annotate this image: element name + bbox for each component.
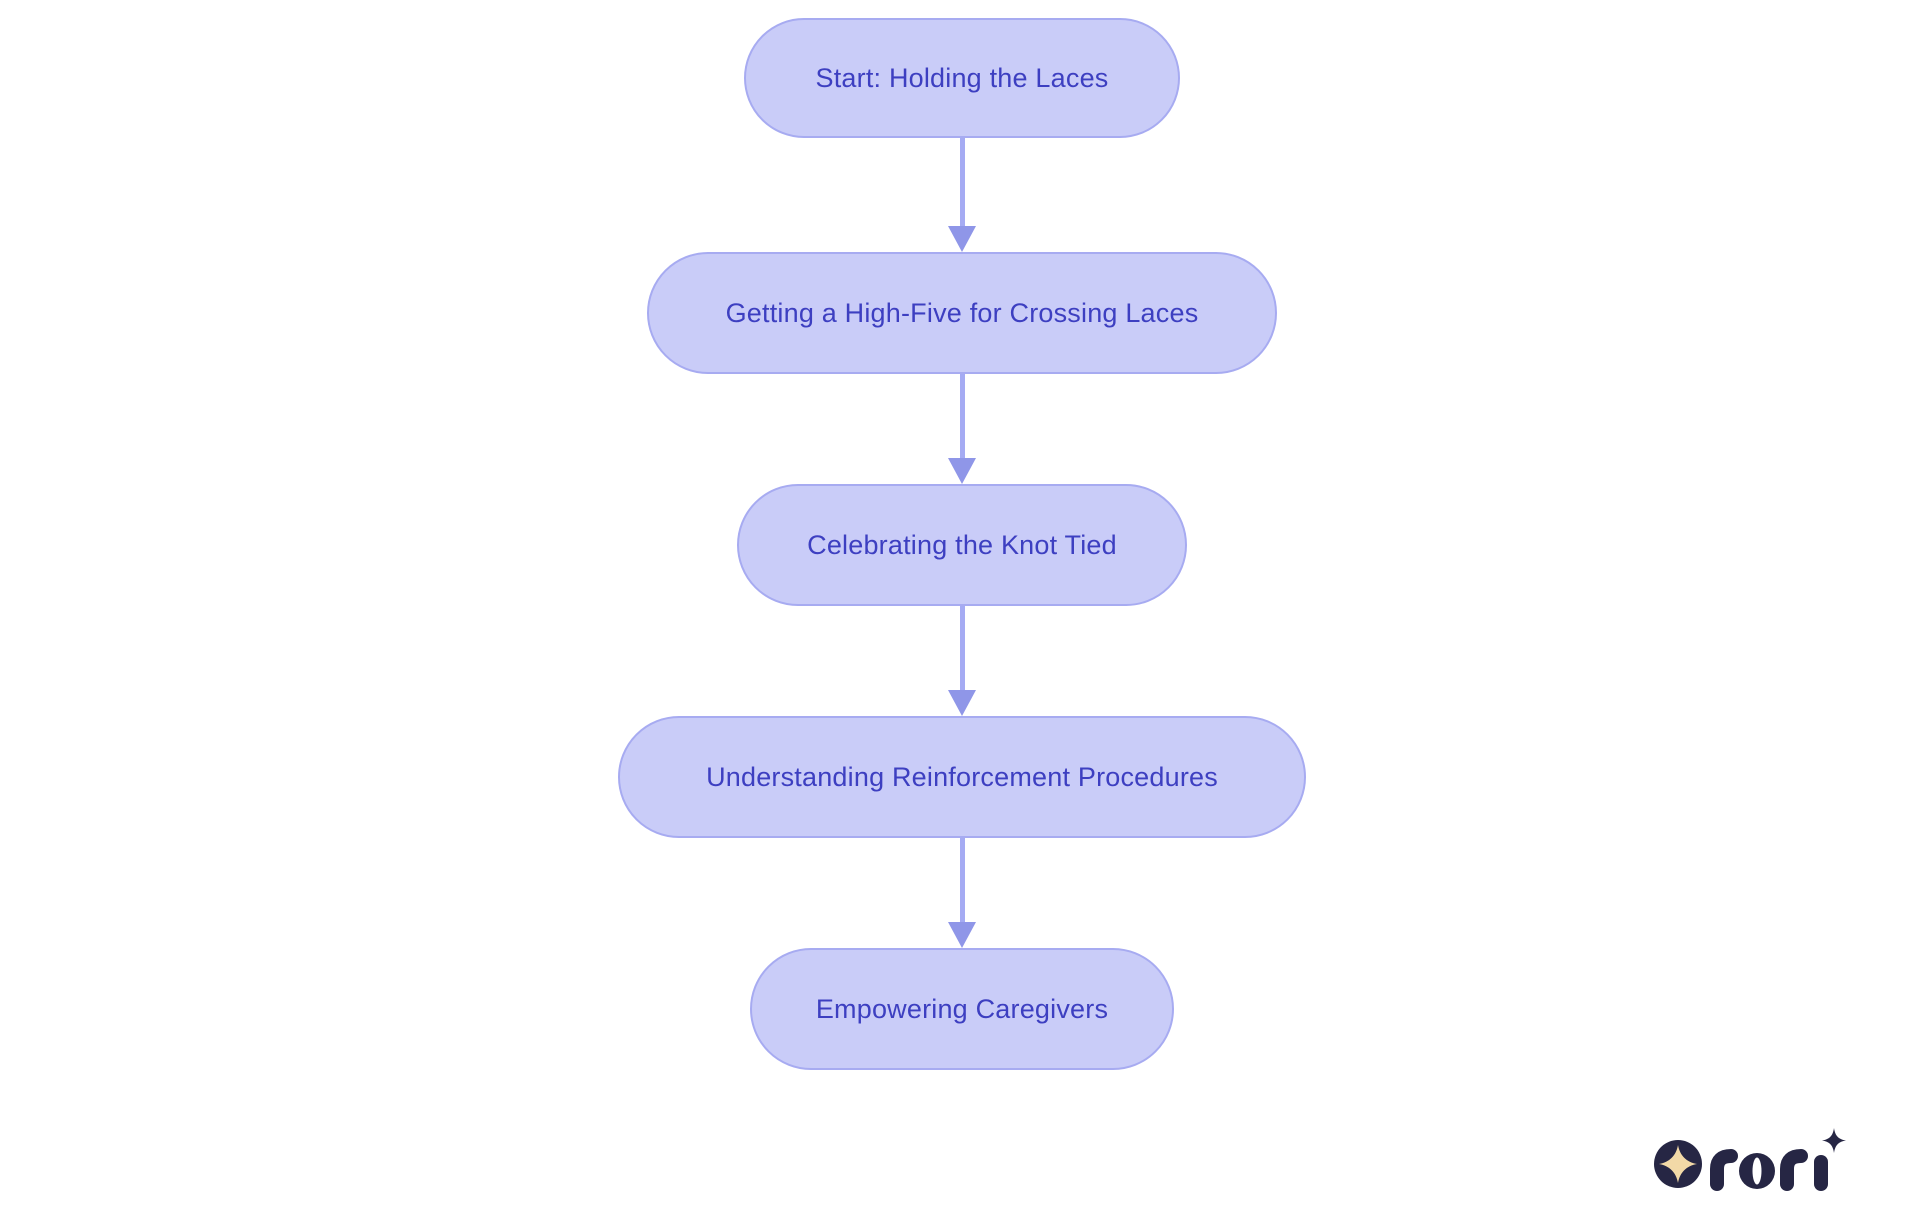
flow-arrow-3 — [947, 606, 977, 716]
arrow-line — [959, 138, 965, 226]
flow-arrow-4 — [947, 838, 977, 948]
sparkle-icon — [1822, 1128, 1846, 1153]
rori-logo-badge-icon — [1654, 1140, 1702, 1188]
arrow-line — [959, 374, 965, 458]
arrow-line — [959, 838, 965, 922]
arrow-line — [959, 606, 965, 690]
arrow-head-icon — [948, 226, 976, 252]
flow-node-start: Start: Holding the Laces — [744, 18, 1180, 138]
flow-node-knot-tied-label: Celebrating the Knot Tied — [807, 529, 1117, 560]
rori-logo — [1653, 1120, 1855, 1192]
flow-node-caregivers-label: Empowering Caregivers — [815, 993, 1109, 1024]
rori-logo-wordmark — [1710, 1149, 1828, 1191]
flow-node-reinforcement-label: Understanding Reinforcement Procedures — [706, 761, 1218, 792]
flow-arrow-2 — [947, 374, 977, 484]
flow-node-knot-tied: Celebrating the Knot Tied — [737, 484, 1187, 606]
arrow-head-icon — [948, 690, 976, 716]
flow-node-high-five-label: Getting a High-Five for Crossing Laces — [725, 297, 1199, 328]
flow-arrow-1 — [947, 138, 977, 252]
rori-logo-wordmark-o — [1739, 1153, 1775, 1189]
flow-node-start-label: Start: Holding the Laces — [815, 62, 1109, 93]
flow-node-high-five: Getting a High-Five for Crossing Laces — [647, 252, 1277, 374]
flow-node-caregivers: Empowering Caregivers — [750, 948, 1174, 1070]
arrow-head-icon — [948, 922, 976, 948]
flow-node-reinforcement: Understanding Reinforcement Procedures — [618, 716, 1306, 838]
arrow-head-icon — [948, 458, 976, 484]
